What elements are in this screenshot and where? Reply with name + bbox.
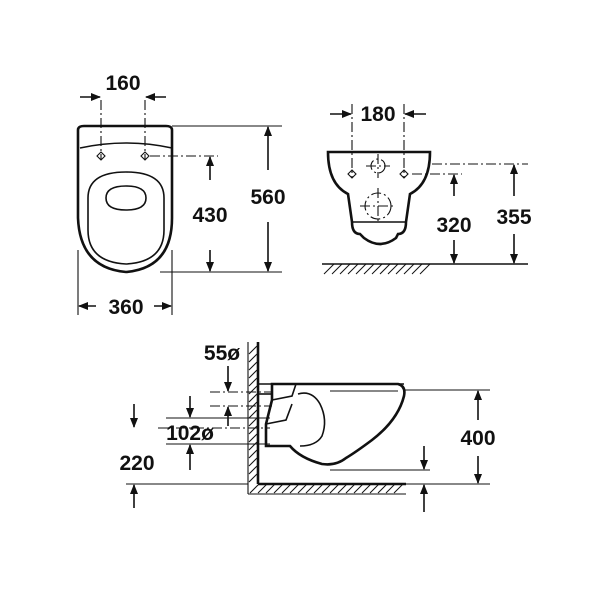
hatch-line bbox=[248, 425, 258, 435]
bowl-inner-trap bbox=[297, 392, 326, 447]
hatch-line bbox=[265, 483, 276, 494]
dim-front-fixing-height: 320 bbox=[436, 214, 471, 237]
hatch-line bbox=[248, 409, 258, 419]
hatch-line bbox=[393, 483, 404, 494]
hatch-line bbox=[273, 483, 284, 494]
seat-hinge-line bbox=[79, 142, 173, 149]
hatch-line bbox=[419, 263, 431, 275]
hatch-line bbox=[371, 263, 383, 275]
hatch-line bbox=[345, 483, 356, 494]
hatch-line bbox=[313, 483, 324, 494]
hatch-line bbox=[411, 263, 423, 275]
hatch-line bbox=[281, 483, 292, 494]
hatch-line bbox=[248, 465, 258, 475]
hatch-line bbox=[403, 263, 415, 275]
bowl-outline bbox=[264, 382, 406, 466]
hatch-line bbox=[305, 483, 316, 494]
hatch-line bbox=[363, 263, 375, 275]
dim-water-inlet: 55ø bbox=[204, 342, 240, 365]
hatch-line bbox=[369, 483, 380, 494]
hatch-line bbox=[248, 441, 258, 451]
hatch-line bbox=[323, 263, 335, 275]
hatch-line bbox=[297, 483, 308, 494]
dim-outlet: 102ø bbox=[166, 422, 214, 445]
hatch-line bbox=[248, 377, 258, 387]
hatch-line bbox=[379, 263, 391, 275]
hatch-line bbox=[249, 483, 260, 494]
hatch-line bbox=[339, 263, 351, 275]
dim-fixing-spacing: 180 bbox=[360, 103, 395, 126]
hatch-line bbox=[347, 263, 359, 275]
hatch-line bbox=[248, 393, 258, 403]
front-view: 180 320 355 bbox=[322, 103, 532, 275]
dim-outlet-height: 220 bbox=[119, 452, 154, 475]
front-floor-hatch bbox=[323, 263, 431, 275]
hatch-line bbox=[355, 263, 367, 275]
hatch-line bbox=[248, 345, 258, 355]
front-view-outline bbox=[326, 150, 432, 246]
top-view: 160 360 430 560 bbox=[76, 72, 286, 319]
hatch-line bbox=[248, 449, 258, 459]
hatch-line bbox=[337, 483, 348, 494]
hatch-line bbox=[248, 385, 258, 395]
hatch-line bbox=[248, 433, 258, 443]
wall-hatch bbox=[248, 345, 404, 494]
hatch-line bbox=[321, 483, 332, 494]
top-view-bowl-opening bbox=[105, 185, 147, 211]
dim-overall-width: 360 bbox=[108, 296, 143, 319]
hatch-line bbox=[353, 483, 364, 494]
hatch-line bbox=[395, 263, 407, 275]
hatch-line bbox=[385, 483, 396, 494]
hatch-line bbox=[248, 353, 258, 363]
hatch-line bbox=[257, 483, 268, 494]
hatch-line bbox=[377, 483, 388, 494]
dim-front-overall-height: 355 bbox=[496, 206, 531, 229]
dim-bowl-height: 400 bbox=[460, 427, 495, 450]
hatch-line bbox=[331, 263, 343, 275]
hatch-line bbox=[361, 483, 372, 494]
hatch-line bbox=[248, 457, 258, 467]
hatch-line bbox=[248, 361, 258, 371]
hatch-line bbox=[289, 483, 300, 494]
top-view-inner-rim bbox=[87, 171, 165, 265]
dim-fixing-height: 430 bbox=[192, 204, 227, 227]
hatch-line bbox=[329, 483, 340, 494]
side-view: 55ø 102ø 220 400 bbox=[119, 342, 496, 512]
hatch-line bbox=[248, 417, 258, 427]
hatch-line bbox=[387, 263, 399, 275]
hatch-line bbox=[248, 473, 258, 483]
dim-seat-width: 160 bbox=[105, 72, 140, 95]
hatch-line bbox=[248, 369, 258, 379]
dim-overall-height: 560 bbox=[250, 186, 285, 209]
top-view-outline bbox=[76, 124, 174, 274]
